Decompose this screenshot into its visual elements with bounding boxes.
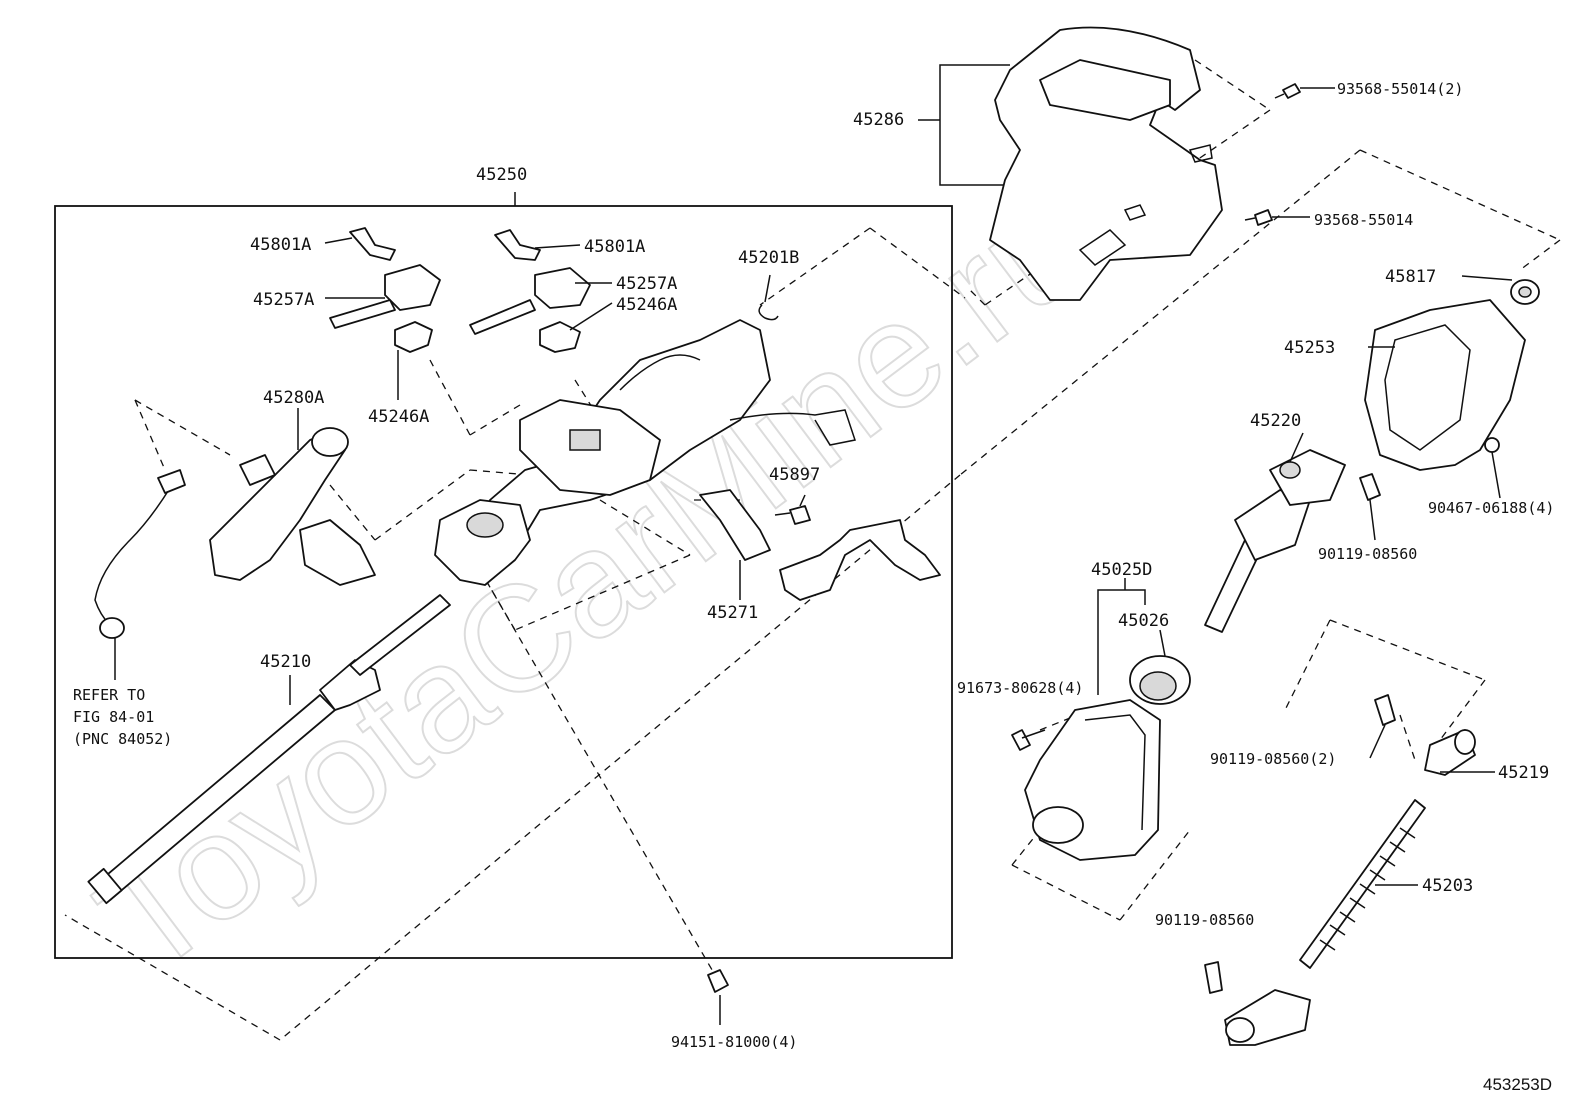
switch-wire xyxy=(94,469,186,680)
watermark: ToyotaCarMine.ru xyxy=(68,159,1115,1006)
screw-93568-55014 xyxy=(1244,209,1310,226)
lever-45271 xyxy=(699,489,941,601)
label-45280A: 45280A xyxy=(263,388,324,408)
intermediate-shaft-45220 xyxy=(1204,432,1346,633)
bolt-90119-08560-b xyxy=(1204,961,1223,994)
ignition-switch-45280A xyxy=(209,408,376,586)
label-45246A-left: 45246A xyxy=(368,407,429,427)
label-94151-81000-4: 94151-81000(4) xyxy=(671,1033,797,1051)
reference-line-2: FIG 84-01 xyxy=(73,708,154,726)
seal-45026 xyxy=(1129,629,1191,705)
reference-note: REFER TO FIG 84-01 (PNC 84052) xyxy=(73,686,172,748)
cover-45253 xyxy=(1364,299,1526,471)
reference-line-1: REFER TO xyxy=(73,686,145,704)
label-93568-55014: 93568-55014 xyxy=(1314,211,1413,229)
label-45253: 45253 xyxy=(1284,338,1335,358)
part-45201B xyxy=(758,274,779,321)
label-45025D: 45025D xyxy=(1091,560,1152,580)
label-45817: 45817 xyxy=(1385,267,1436,287)
label-45286: 45286 xyxy=(853,110,904,130)
label-90119-08560-2: 90119-08560(2) xyxy=(1210,750,1336,768)
universal-joint-45219 xyxy=(1424,729,1495,776)
label-45219: 45219 xyxy=(1498,763,1549,783)
label-45210: 45210 xyxy=(260,652,311,672)
label-45801A-right: 45801A xyxy=(584,237,645,257)
label-45250: 45250 xyxy=(476,165,527,185)
bracket-45286 xyxy=(918,64,1010,186)
label-90119-08560-b: 90119-08560 xyxy=(1155,911,1254,929)
bolt-91673-80628-4 xyxy=(1011,729,1046,751)
label-93568-55014-2: 93568-55014(2) xyxy=(1337,80,1463,98)
assembly-frame-45250 xyxy=(54,205,953,959)
column-cover-45286 xyxy=(989,26,1223,301)
main-shaft-45210 xyxy=(87,594,451,905)
bracket-45025D xyxy=(1097,578,1146,695)
label-90119-08560-a: 90119-08560 xyxy=(1318,545,1417,563)
label-45897: 45897 xyxy=(769,465,820,485)
bolt-90119-08560-a xyxy=(1359,473,1381,541)
bolt-90119-08560-2 xyxy=(1369,694,1396,759)
column-tube xyxy=(464,319,856,581)
part-45257A-right xyxy=(469,267,612,335)
part-45801A-right xyxy=(494,229,581,261)
part-45257A-left xyxy=(325,264,441,329)
nut-94151-81000-4 xyxy=(707,969,729,1025)
label-45203: 45203 xyxy=(1422,876,1473,896)
reference-line-3: (PNC 84052) xyxy=(73,730,172,748)
label-45257A-left: 45257A xyxy=(253,290,314,310)
label-90467-06188-4: 90467-06188(4) xyxy=(1428,499,1554,517)
bolt-45897 xyxy=(774,494,811,525)
screw-93568-55014-2 xyxy=(1274,83,1335,99)
screw-90467-06188-4 xyxy=(1484,437,1501,499)
part-45801A-left xyxy=(324,227,396,261)
clip-45817 xyxy=(1461,275,1540,305)
steering-shaft-45203 xyxy=(1224,799,1426,1046)
part-45246A-right xyxy=(539,302,613,353)
part-45246A-left xyxy=(394,321,433,400)
label-91673-80628-4: 91673-80628(4) xyxy=(957,679,1083,697)
label-45220: 45220 xyxy=(1250,411,1301,431)
hole-cover-45025D xyxy=(1024,699,1161,861)
figure-code: 453253D xyxy=(1483,1075,1552,1094)
label-45257A-right: 45257A xyxy=(616,274,677,294)
callout-labels: 45250 45286 93568-55014(2) 93568-55014 4… xyxy=(250,80,1554,1051)
label-45271: 45271 xyxy=(707,603,758,623)
label-45801A-left: 45801A xyxy=(250,235,311,255)
label-45026: 45026 xyxy=(1118,611,1169,631)
label-45201B: 45201B xyxy=(738,248,799,268)
tilt-lever-bracket xyxy=(434,499,531,586)
label-45246A-right: 45246A xyxy=(616,295,677,315)
